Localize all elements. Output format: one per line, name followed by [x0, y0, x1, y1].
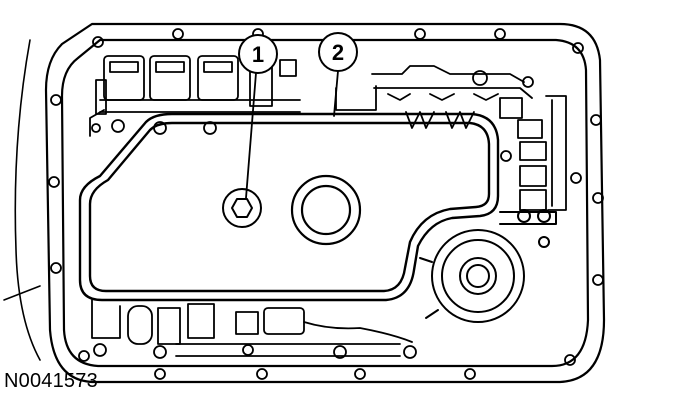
valve-body-upper — [89, 55, 301, 137]
figure-id-label: N0041573 — [4, 370, 98, 392]
callout-2: 2 — [318, 32, 358, 117]
flange-bolt-holes — [48, 28, 604, 380]
left-edge-line — [14, 39, 41, 361]
fluid-filter — [78, 112, 500, 302]
case-flange — [44, 22, 606, 384]
filter-neck — [290, 174, 362, 246]
callout-2-leader — [333, 70, 339, 117]
callout-1-leader — [245, 72, 257, 199]
pump-housing — [419, 209, 557, 323]
callout-1-label: 1 — [252, 42, 264, 67]
filter-bolt — [222, 188, 262, 228]
valve-body-lower — [91, 299, 417, 359]
left-edge-line-lower — [3, 285, 41, 301]
valve-body-right — [335, 65, 582, 211]
callout-2-label: 2 — [332, 40, 344, 65]
callout-1: 1 — [238, 34, 278, 199]
